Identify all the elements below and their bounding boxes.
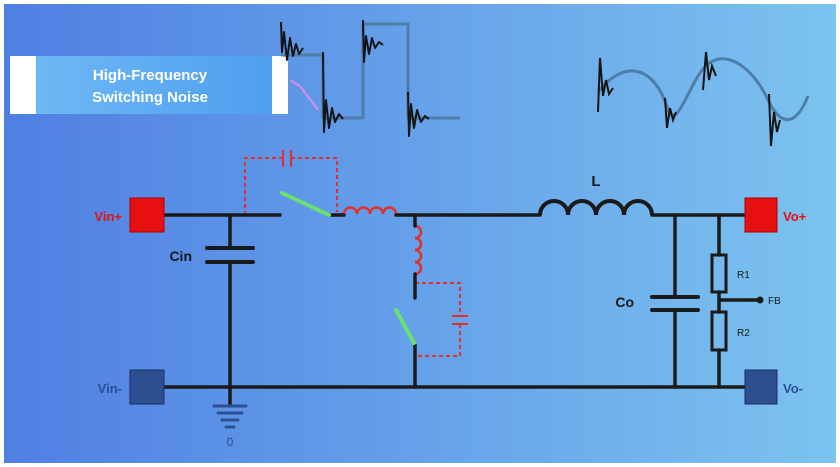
square-noise-waveform	[280, 19, 460, 137]
parasitic-capacitance-lower	[415, 282, 468, 357]
resistor-r1	[710, 253, 728, 294]
title-line-2: Switching Noise	[92, 89, 208, 106]
title-line-1: High-Frequency	[93, 67, 208, 84]
sine-noise-waveform	[596, 51, 810, 147]
feedback-node	[756, 296, 764, 304]
circuit-wiring	[163, 213, 760, 407]
cin-label: Cin	[169, 248, 192, 264]
vo-minus-terminal	[744, 369, 778, 405]
low-side-switch	[394, 308, 416, 345]
r1-label: R1	[737, 270, 750, 281]
parasitic-inductor-vertical	[414, 224, 423, 276]
r2-label: R2	[737, 328, 750, 339]
ground-label: 0	[227, 435, 234, 449]
vin-plus-label: Vin+	[94, 209, 122, 224]
parasitic-inductor-top	[342, 206, 398, 215]
output-capacitor-co	[650, 295, 700, 312]
co-label: Co	[615, 294, 634, 310]
resistor-r2	[710, 310, 728, 352]
title-box: High-Frequency Switching Noise	[10, 56, 288, 114]
vin-minus-terminal	[129, 369, 165, 405]
vo-plus-terminal	[744, 197, 778, 233]
input-capacitor-cin	[205, 246, 255, 264]
fb-label: FB	[768, 296, 781, 307]
ground-icon	[212, 404, 248, 429]
vo-plus-label: Vo+	[783, 209, 807, 224]
inductor-l-label: L	[591, 173, 600, 190]
vin-minus-label: Vin-	[98, 381, 122, 396]
inductor-l	[538, 199, 654, 216]
vin-plus-terminal	[129, 197, 165, 233]
parasitic-capacitance-loop	[244, 150, 338, 215]
vo-minus-label: Vo-	[783, 381, 803, 396]
high-side-switch	[280, 191, 331, 217]
